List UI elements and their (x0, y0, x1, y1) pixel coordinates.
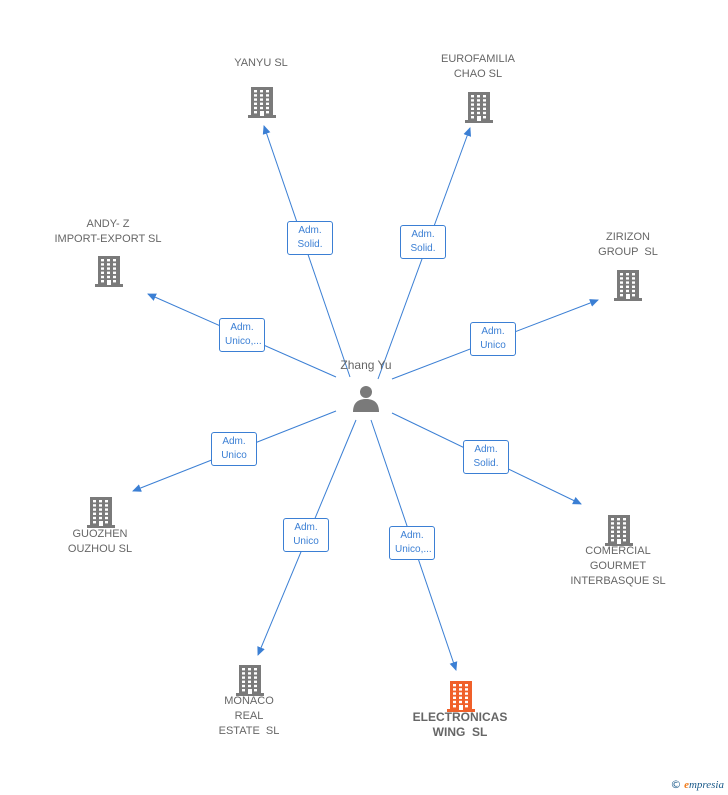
building-icon-eurofamilia[interactable] (465, 90, 493, 129)
building-icon-yanyu[interactable] (248, 85, 276, 124)
center-person-name: Zhang Yu (340, 358, 392, 372)
building-icon-zirizon[interactable] (614, 268, 642, 307)
company-label-zirizon[interactable]: ZIRIZON GROUP SL (598, 231, 658, 258)
role-badge-zirizon[interactable]: Adm. Unico (470, 322, 516, 356)
role-badge-yanyu[interactable]: Adm. Solid. (287, 221, 333, 255)
role-badge-electronicas[interactable]: Adm. Unico,... (389, 526, 435, 560)
footer-brand[interactable]: © empresia (670, 778, 724, 791)
person-icon[interactable] (351, 383, 381, 413)
brand-name: mpresia (688, 779, 724, 791)
company-label-yanyu[interactable]: YANYU SL (234, 57, 288, 69)
brand-initial: e (684, 779, 689, 791)
company-label-eurofamilia[interactable]: EUROFAMILIA CHAO SL (441, 53, 515, 80)
role-badge-comercial[interactable]: Adm. Solid. (463, 440, 509, 474)
building-icon-comercial[interactable] (605, 513, 633, 552)
company-label-monaco[interactable]: MONACO REAL ESTATE SL (218, 695, 280, 737)
building-icon-guozhen[interactable] (87, 495, 115, 534)
role-badge-guozhen[interactable]: Adm. Unico (211, 432, 257, 466)
role-badge-eurofamilia[interactable]: Adm. Solid. (400, 225, 446, 259)
role-badge-andy[interactable]: Adm. Unico,... (219, 318, 265, 352)
building-icon-electronicas[interactable] (447, 679, 475, 718)
company-label-andy[interactable]: ANDY- Z IMPORT-EXPORT SL (54, 218, 162, 245)
building-icon-monaco[interactable] (236, 663, 264, 702)
role-badge-monaco[interactable]: Adm. Unico (283, 518, 329, 552)
company-label-guozhen[interactable]: GUOZHEN OUZHOU SL (67, 528, 133, 555)
company-label-electronicas[interactable]: ELECTRONICAS WING SL (412, 710, 508, 739)
company-label-comercial[interactable]: COMERCIAL GOURMET INTERBASQUE SL (570, 545, 666, 587)
copyright-symbol: © (670, 778, 682, 791)
building-icon-andy[interactable] (95, 254, 123, 293)
